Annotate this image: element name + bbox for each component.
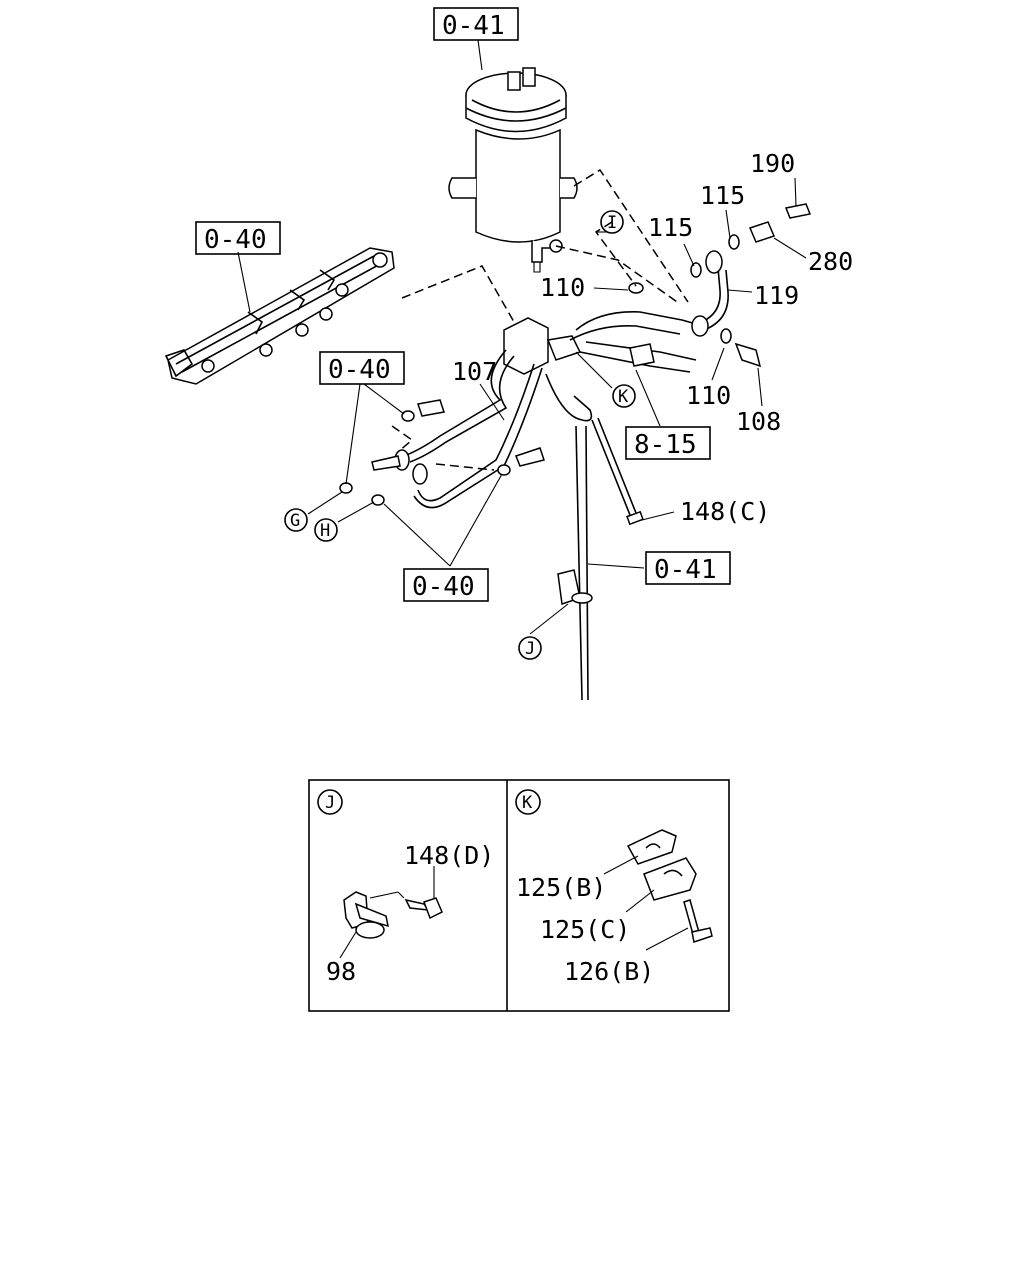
callout-i-label: I [607, 213, 617, 233]
callout-i[interactable]: I [600, 210, 624, 234]
callout-h-label: H [320, 521, 330, 541]
part-label-148c[interactable]: 148(C) [680, 497, 770, 526]
ref-box-rail-left[interactable]: 0-40 [195, 221, 281, 255]
detail-k: K 125(B) 125(C) 126(B) [515, 789, 713, 986]
ref-box-section[interactable]: 8-15 [625, 426, 711, 460]
detail-k-title: K [522, 793, 533, 813]
part-label-115-left[interactable]: 115 [648, 213, 693, 242]
callout-h[interactable]: H [314, 518, 338, 542]
detail-j-title-circle: J [317, 789, 343, 815]
part-label-108[interactable]: 108 [736, 407, 781, 436]
fuel-pipes [339, 203, 812, 701]
callout-j-label: J [525, 639, 535, 659]
callout-k[interactable]: K [612, 384, 636, 408]
part-label-115-right[interactable]: 115 [700, 181, 745, 210]
leader-lines [237, 39, 807, 635]
ref-label-section: 8-15 [634, 430, 697, 460]
callout-j[interactable]: J [518, 636, 542, 660]
part-label-126b[interactable]: 126(B) [564, 957, 654, 986]
part-label-148d[interactable]: 148(D) [404, 841, 494, 870]
part-label-190[interactable]: 190 [750, 149, 795, 178]
part-label-125c[interactable]: 125(C) [540, 915, 630, 944]
ref-label-dipstick: 0-41 [654, 555, 717, 585]
ref-box-bottom-mid[interactable]: 0-40 [403, 568, 489, 602]
part-label-110-top[interactable]: 110 [540, 273, 585, 302]
ref-label-rail-left: 0-40 [204, 225, 267, 255]
callout-g[interactable]: G [284, 508, 308, 532]
callout-g-label: G [290, 511, 300, 531]
part-label-280[interactable]: 280 [808, 247, 853, 276]
detail-j: J 148(D) 98 [317, 789, 494, 986]
callout-k-label: K [618, 387, 629, 407]
part-label-98[interactable]: 98 [326, 957, 356, 986]
detail-k-title-circle: K [515, 789, 541, 815]
ref-box-tank-top[interactable]: 0-41 [433, 7, 519, 41]
part-label-125b[interactable]: 125(B) [516, 873, 606, 902]
ref-label-left-mid: 0-40 [328, 355, 391, 385]
fuel-rail [164, 247, 395, 385]
part-label-107[interactable]: 107 [452, 357, 497, 386]
detail-panel [308, 779, 730, 1012]
ref-label-tank-top: 0-41 [442, 11, 505, 41]
part-label-119[interactable]: 119 [754, 281, 799, 310]
detail-j-title: J [325, 793, 335, 813]
fuel-filter-assembly [448, 67, 578, 273]
ref-box-dipstick[interactable]: 0-41 [645, 551, 731, 585]
ref-label-bottom-mid: 0-40 [412, 572, 475, 602]
part-label-110-bottom[interactable]: 110 [686, 381, 731, 410]
ref-box-left-mid[interactable]: 0-40 [319, 351, 405, 385]
